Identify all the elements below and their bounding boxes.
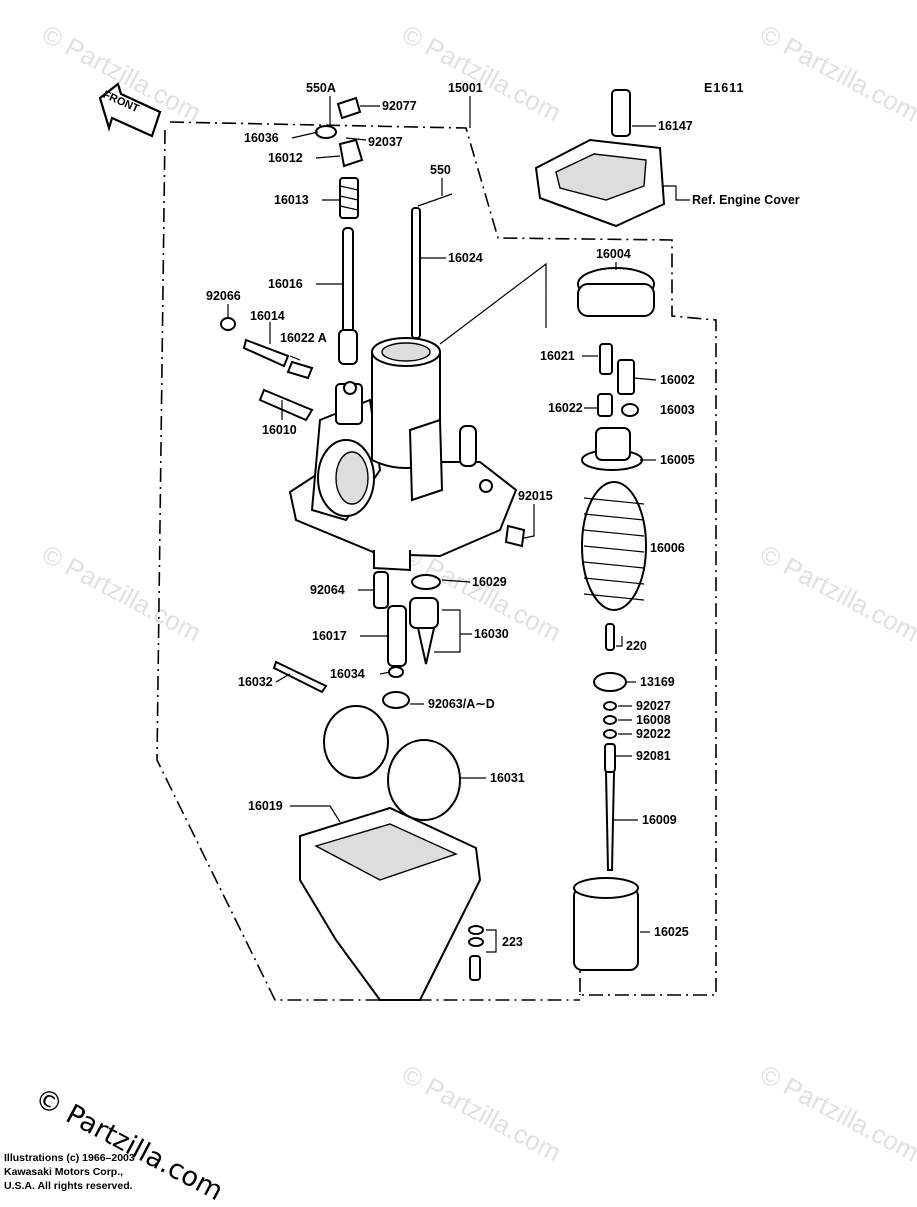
copyright-line: Kawasaki Motors Corp., xyxy=(4,1166,124,1178)
part-label: Ref. Engine Cover xyxy=(692,193,800,207)
part-label: 550A xyxy=(306,81,336,95)
part-label: 92066 xyxy=(206,289,241,303)
part-label: 16024 xyxy=(448,251,483,265)
part-label: 92077 xyxy=(382,99,417,113)
part-label: 16032 xyxy=(238,675,273,689)
part-label: 16017 xyxy=(312,629,347,643)
carburetor-body xyxy=(288,337,518,572)
leader-lines xyxy=(227,96,690,953)
watermarks: © Partzilla.com © Partzilla.com © Partzi… xyxy=(37,19,917,1168)
part-label: 16019 xyxy=(248,799,283,813)
part-label: 16006 xyxy=(650,541,685,555)
part-label: 16009 xyxy=(642,813,677,827)
copyright-notice: Illustrations (c) 1966–2003 Kawasaki Mot… xyxy=(4,1151,135,1193)
part-label: 16013 xyxy=(274,193,309,207)
part-label: 92063/A∼D xyxy=(428,697,495,711)
part-label: 16008 xyxy=(636,713,671,727)
small-parts-right xyxy=(534,89,666,971)
assembly-boundary xyxy=(156,121,717,1001)
part-label: 15001 xyxy=(448,81,483,95)
part-labels: 550A 92077 15001 16036 92037 16012 16013… xyxy=(206,81,800,949)
part-label: 16031 xyxy=(490,771,525,785)
copyright-line: Illustrations (c) 1966–2003 xyxy=(4,1152,135,1164)
part-label: 92081 xyxy=(636,749,671,763)
part-label: 550 xyxy=(430,163,451,177)
part-label: 13169 xyxy=(640,675,675,689)
watermark: © Partzilla.com xyxy=(37,539,206,648)
small-parts-bottom xyxy=(272,571,484,1001)
part-label: 92037 xyxy=(368,135,403,149)
part-label: 16003 xyxy=(660,403,695,417)
part-label: 223 xyxy=(502,935,523,949)
watermark: © Partzilla.com xyxy=(755,1059,917,1168)
part-label: 16029 xyxy=(472,575,507,589)
part-label: 16005 xyxy=(660,453,695,467)
part-label: 92015 xyxy=(518,489,553,503)
part-label: 16012 xyxy=(268,151,303,165)
part-label: 220 xyxy=(626,639,647,653)
part-label: 16147 xyxy=(658,119,693,133)
part-label: 16004 xyxy=(596,247,631,261)
part-label: 16010 xyxy=(262,423,297,437)
part-label: 92027 xyxy=(636,699,671,713)
part-label: 16034 xyxy=(330,667,365,681)
part-label: 92064 xyxy=(310,583,345,597)
part-label: 16022 A xyxy=(280,331,327,345)
part-label: 16002 xyxy=(660,373,695,387)
part-label: 16036 xyxy=(244,131,279,145)
part-label: 16016 xyxy=(268,277,303,291)
watermark: © Partzilla.com xyxy=(397,1059,566,1168)
diagram-code: E1611 xyxy=(704,81,745,95)
front-arrow xyxy=(98,82,162,138)
copyright-line: U.S.A. All rights reserved. xyxy=(4,1180,133,1192)
part-label: 16025 xyxy=(654,925,689,939)
part-label: 16014 xyxy=(250,309,285,323)
watermark: © Partzilla.com xyxy=(755,19,917,128)
part-label: 16021 xyxy=(540,349,575,363)
part-label: 16022 xyxy=(548,401,583,415)
part-label: 92022 xyxy=(636,727,671,741)
part-label: 16030 xyxy=(474,627,509,641)
watermark: © Partzilla.com xyxy=(397,19,566,128)
watermark: © Partzilla.com xyxy=(755,539,917,648)
